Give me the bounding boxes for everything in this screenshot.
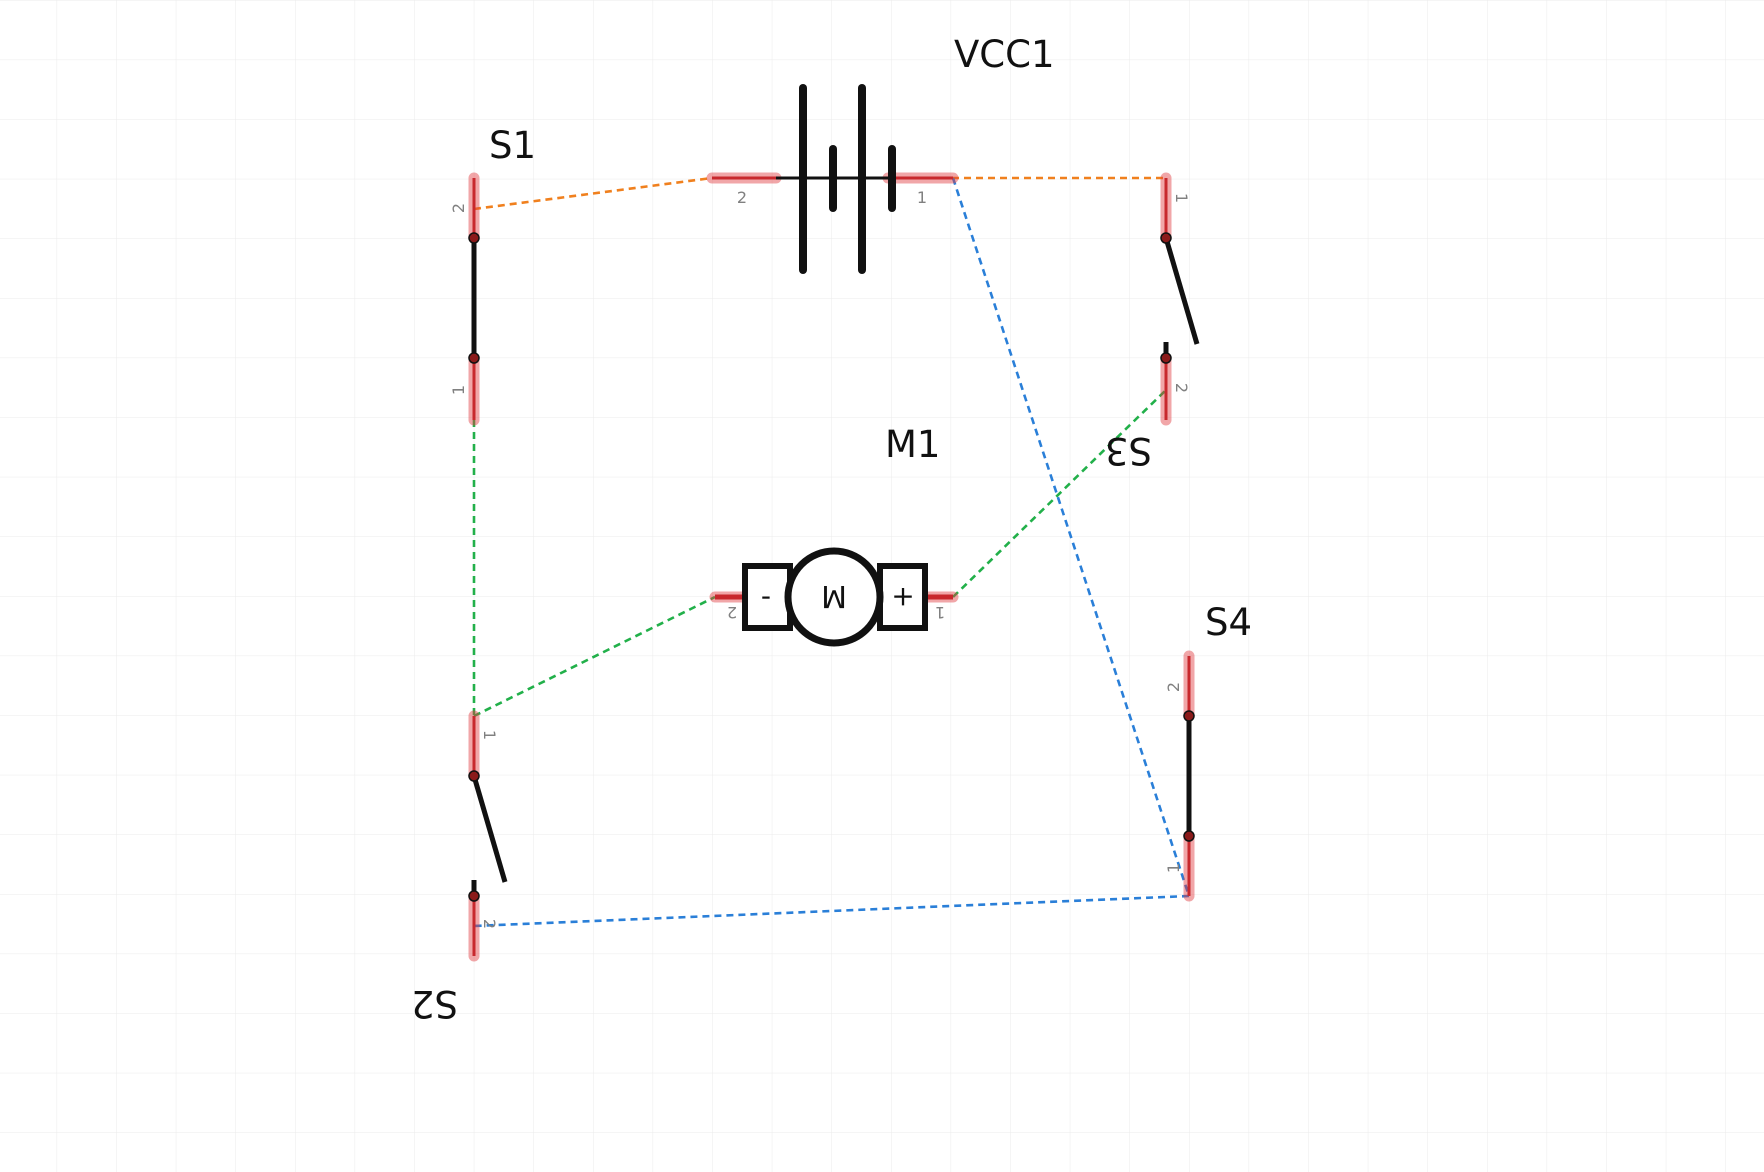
s1-reference-label: S1 (489, 124, 536, 167)
s4-pin-2-number: 2 (1164, 682, 1183, 692)
wire-vcc1-s4[interactable] (951, 177, 1191, 897)
s1-contact-top (468, 232, 480, 244)
m1-motor-letter: M (821, 578, 847, 613)
switch-s4[interactable]: 2 1 S4 (1164, 601, 1252, 902)
m1-pin-2-number: 2 (727, 603, 737, 622)
wire-s2-m1[interactable] (473, 595, 716, 718)
motor-m1[interactable]: M - + 2 1 M1 (709, 423, 959, 647)
s2-reference-label: S2 (411, 982, 458, 1025)
m1-reference-label: M1 (885, 423, 940, 466)
m1-motor-body (784, 547, 884, 647)
s1-contact-bottom (468, 352, 480, 364)
s4-pin-1-number: 1 (1164, 863, 1183, 873)
wires (472, 176, 1191, 928)
s2-pin-1-number: 1 (480, 730, 499, 740)
s3-blade (1163, 237, 1200, 345)
s4-contact-top (1183, 710, 1195, 722)
switch-s3[interactable]: 1 2 S3 (1105, 172, 1200, 472)
switch-s2[interactable]: 1 2 S2 (411, 710, 508, 1025)
vcc1-reference-label: VCC1 (954, 33, 1055, 76)
vcc1-pin-1-number: 1 (917, 188, 927, 207)
m1-minus-sign: - (761, 583, 771, 616)
s2-pin-2-number: 2 (480, 919, 499, 929)
switch-s1[interactable]: 2 1 S1 (449, 124, 536, 426)
s1-pin-1-number: 1 (449, 385, 468, 395)
wire-m1-s3[interactable] (952, 389, 1167, 598)
s1-pin-2-number: 2 (449, 203, 468, 213)
m1-pin-1-number: 1 (935, 603, 945, 622)
s2-contact-bottom (468, 890, 480, 902)
s3-pin-1-number: 1 (1172, 193, 1191, 203)
s3-reference-label: S3 (1105, 429, 1152, 472)
s2-blade (471, 775, 508, 883)
s3-pin-2-number: 2 (1172, 383, 1191, 393)
s4-contact-bottom (1183, 830, 1195, 842)
battery-vcc1[interactable]: 2 1 VCC1 (706, 33, 1055, 274)
s2-contact-top (468, 770, 480, 782)
s3-contact-bottom (1160, 352, 1172, 364)
vcc1-pin-2-number: 2 (737, 188, 747, 207)
m1-plus-sign: + (891, 581, 914, 614)
m1-right-terminal-box (877, 563, 928, 631)
s4-reference-label: S4 (1205, 601, 1252, 644)
s3-contact-top (1160, 232, 1172, 244)
wire-s1-vcc1[interactable] (473, 176, 713, 211)
